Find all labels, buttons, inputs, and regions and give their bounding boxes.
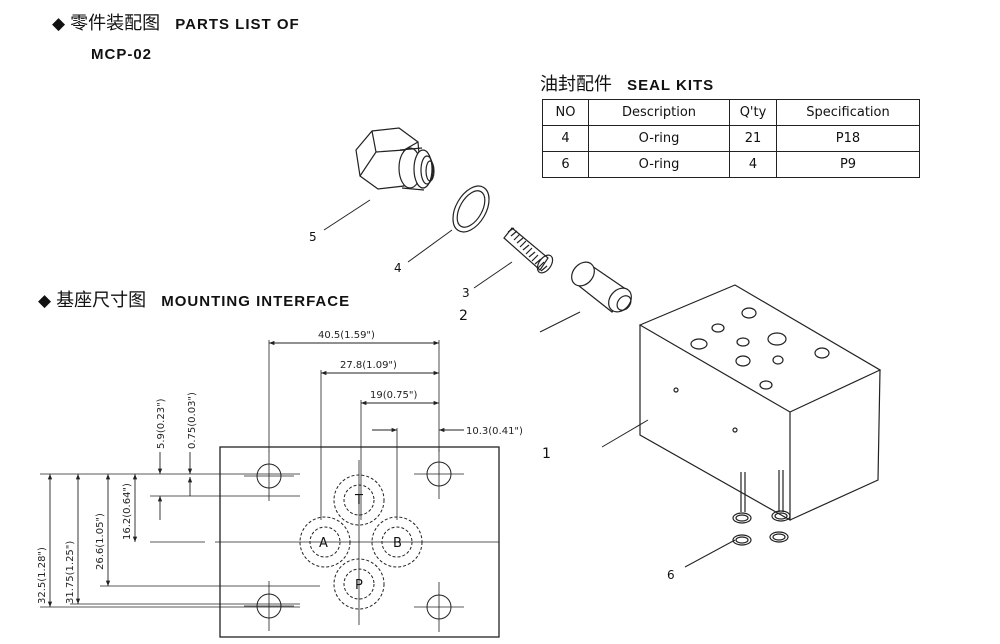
callout-number: 1 [542,446,551,462]
parts-title-en: PARTS LIST OF [175,16,300,33]
callout-number: 5 [309,230,317,244]
dimension-label: 27.8(1.09") [340,360,397,371]
callout-number: 2 [459,308,468,324]
hex-plug-part [355,127,435,191]
table-row: 6 O-ring 4 P9 [542,151,920,178]
table-cell: P18 [776,125,920,152]
dimension-label: 0.75(0.03") [187,392,198,449]
port-label-b: B [393,536,402,551]
diamond-bullet-icon: ◆ [52,14,66,34]
dimension-label: 31.75(1.25") [65,541,76,604]
port-label-a: A [319,536,328,551]
mounting-header: ◆ 基座尺寸图 MOUNTING INTERFACE [38,286,350,312]
dimension-label: 10.3(0.41") [466,426,523,437]
table-cell: 6 [542,151,589,178]
poppet-part [571,261,632,313]
table-cell: 4 [729,151,777,178]
mounting-interface-drawing [40,340,500,638]
mounting-title-en: MOUNTING INTERFACE [161,293,351,310]
column-header: NO [542,99,589,126]
manifold-block-part [638,284,882,522]
column-header: Q'ty [729,99,777,126]
o-ring-part [452,185,490,233]
spring-part [503,227,554,274]
table-cell: P9 [776,151,920,178]
dimension-label: 26.6(1.05") [95,513,106,570]
callout-number: 3 [462,286,470,300]
parts-list-header: ◆ 零件装配图 PARTS LIST OF [52,9,300,35]
table-cell: O-ring [588,151,730,178]
dimension-label: 32.5(1.28") [37,547,48,604]
table-cell: O-ring [588,125,730,152]
port-label-t: T [354,493,363,508]
dimension-label: 40.5(1.59") [318,330,375,341]
dimension-label: 5.9(0.23") [156,398,167,449]
column-header: Specification [776,99,920,126]
seal-kits-title-cn: 油封配件 [540,74,612,95]
table-cell: 4 [542,125,589,152]
table-row: 4 O-ring 21 P18 [542,125,920,152]
model-number: MCP-02 [91,46,153,63]
seal-kits-table: NO Description Q'ty Specification 4 O-ri… [542,99,920,178]
callout-number: 6 [667,568,675,582]
small-o-rings-part [732,510,791,546]
dimension-label: 16.2(0.64") [122,483,133,540]
mounting-title-cn: 基座尺寸图 [56,290,147,311]
seal-kits-title-en: SEAL KITS [627,77,715,94]
dimension-label: 19(0.75") [370,390,417,401]
seal-kits-header: 油封配件 SEAL KITS [540,70,714,96]
parts-title-cn: 零件装配图 [70,13,161,34]
port-label-p: P [355,578,363,593]
callout-number: 4 [394,261,402,275]
callout-leaders [323,199,736,568]
diamond-bullet-icon: ◆ [38,291,52,311]
